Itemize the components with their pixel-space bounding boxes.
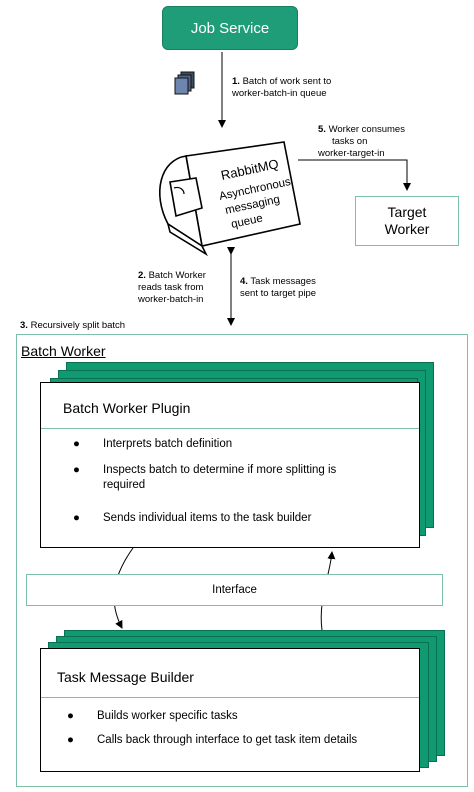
plugin-title-divider	[41, 428, 419, 429]
job-service-label: Job Service	[190, 19, 270, 37]
step-4-number: 4.	[240, 276, 248, 287]
step-1-line-1: Batch of work sent to	[242, 76, 332, 87]
target-worker-box: Target Worker	[355, 196, 459, 246]
step-1-note: 1. Batch of work sent to worker-batch-in…	[232, 76, 331, 100]
step-3-text: Recursively split batch	[30, 320, 126, 331]
builder-bullet-1: ● Builds worker specific tasks	[67, 710, 238, 722]
plugin-bullets: ● Interprets batch definition ● Inspects…	[73, 437, 413, 531]
batch-worker-title: Batch Worker	[21, 343, 106, 359]
step-5-number: 5.	[318, 124, 326, 135]
builder-bullets: ● Builds worker specific tasks ● Calls b…	[67, 709, 417, 753]
step-2-note: 2. Batch Worker reads task from worker-b…	[138, 270, 206, 306]
step-2-number: 2.	[138, 270, 146, 281]
builder-card: Task Message Builder ● Builds worker spe…	[40, 648, 420, 772]
target-worker-line-2: Worker	[384, 221, 430, 237]
step-4-line-2: sent to target pipe	[240, 288, 317, 299]
step-5-line-3: worker-target-in	[318, 148, 385, 159]
target-worker-line-1: Target	[387, 204, 427, 220]
arrow-queue-to-target	[298, 159, 411, 191]
plugin-title: Batch Worker Plugin	[63, 400, 191, 416]
plugin-card: Batch Worker Plugin ● Interprets batch d…	[40, 382, 420, 548]
step-5-line-2: tasks on	[332, 136, 368, 147]
step-1-number: 1.	[232, 76, 240, 87]
step-3-number: 3.	[20, 320, 28, 331]
step-5-note: 5. Worker consumes tasks on worker-targe…	[318, 124, 405, 160]
step-2-line-1: Batch Worker	[148, 270, 206, 281]
interface-label: Interface	[212, 584, 257, 596]
job-service-box: Job Service	[162, 6, 298, 50]
step-5-line-1: Worker consumes	[328, 124, 405, 135]
step-2-line-3: worker-batch-in	[138, 294, 204, 305]
step-3-note: 3. Recursively split batch	[20, 320, 125, 332]
batch-worker-frame	[16, 334, 468, 787]
message-stack-icon	[174, 71, 195, 95]
rabbitmq-mailbox: RabbitMQ Asynchronous messaging queue	[159, 141, 301, 257]
interface-box: Interface	[26, 574, 443, 606]
step-4-note: 4. Task messages sent to target pipe	[240, 276, 316, 300]
step-4-line-1: Task messages	[250, 276, 316, 287]
builder-title-divider	[41, 697, 419, 698]
step-2-line-2: reads task from	[138, 282, 204, 293]
step-1-line-2: worker-batch-in queue	[232, 88, 327, 99]
plugin-bullet-3: ● Sends individual items to the task bui…	[73, 512, 312, 524]
plugin-bullet-1: ● Interprets batch definition	[73, 438, 233, 450]
builder-bullet-2: ● Calls back through interface to get ta…	[67, 734, 358, 746]
builder-title: Task Message Builder	[57, 669, 194, 685]
plugin-bullet-2: ● Inspects batch to determine if more sp…	[73, 464, 337, 491]
